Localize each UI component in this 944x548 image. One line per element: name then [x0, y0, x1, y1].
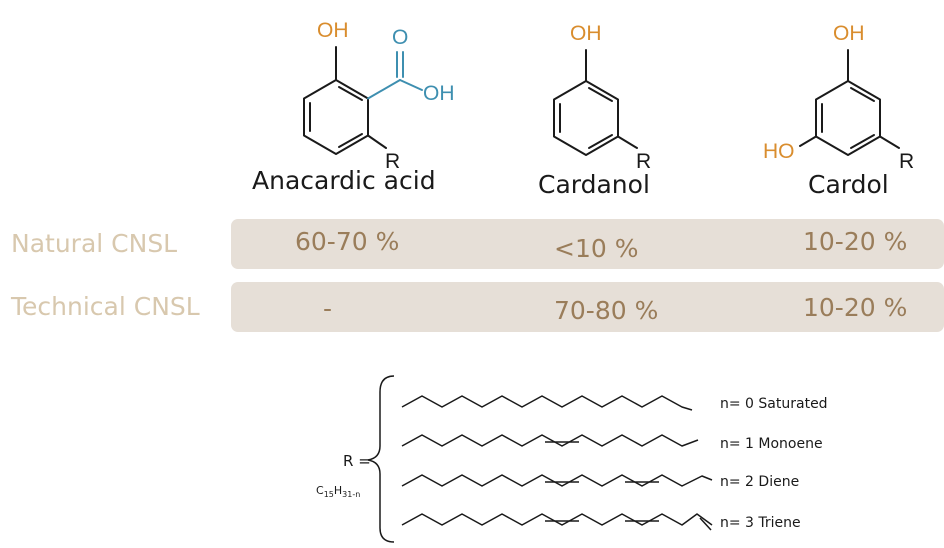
cardol-r-label: R: [899, 150, 914, 173]
carboxyl-group: [367, 51, 423, 100]
anacardic-acid-structure: [303, 46, 387, 155]
anacardic-r-label: R: [385, 150, 400, 173]
carboxyl-o-label: O: [392, 26, 408, 49]
chain-label-triene: n= 3 Triene: [720, 515, 801, 531]
chain-label-saturated: n= 0 Saturated: [720, 396, 828, 412]
compound-name-cardanol: Cardanol: [538, 170, 650, 199]
natural-cardanol-value: <10 %: [554, 234, 639, 263]
natural-cardol-value: 10-20 %: [803, 227, 908, 256]
compound-name-anacardic-acid: Anacardic acid: [252, 166, 436, 195]
technical-cnsl-band: [231, 282, 944, 332]
r-group-brace: [367, 375, 395, 543]
cardanol-r-label: R: [636, 150, 651, 173]
compound-name-cardol: Cardol: [808, 170, 889, 199]
chain-saturated: [401, 395, 693, 411]
cardol-structure: [799, 49, 900, 156]
chain-label-diene: n= 2 Diene: [720, 474, 800, 490]
natural-anacardic-value: 60-70 %: [295, 227, 400, 256]
cardol-oh-label: OH: [833, 22, 865, 45]
r-group-symbol: R =: [343, 452, 371, 470]
technical-anacardic-value: -: [323, 294, 333, 323]
row-label-technical-cnsl: Technical CNSL: [11, 292, 200, 321]
technical-cardol-value: 10-20 %: [803, 293, 908, 322]
chain-label-monoene: n= 1 Monoene: [720, 436, 823, 452]
chain-monoene: [401, 434, 699, 447]
r-group-formula: C15H31-n: [316, 484, 361, 500]
chain-diene: [401, 474, 713, 487]
chain-triene: [401, 513, 713, 526]
chain-triene-double-bond-3: [699, 517, 712, 531]
cardanol-oh-label: OH: [570, 22, 602, 45]
cardanol-structure: [553, 49, 638, 156]
row-label-natural-cnsl: Natural CNSL: [11, 229, 178, 258]
technical-cardanol-value: 70-80 %: [554, 296, 659, 325]
natural-cnsl-band: [231, 219, 944, 269]
anacardic-oh-label: OH: [317, 19, 349, 42]
cardol-ho-label: HO: [763, 140, 795, 163]
carboxyl-oh-label: OH: [423, 82, 455, 105]
